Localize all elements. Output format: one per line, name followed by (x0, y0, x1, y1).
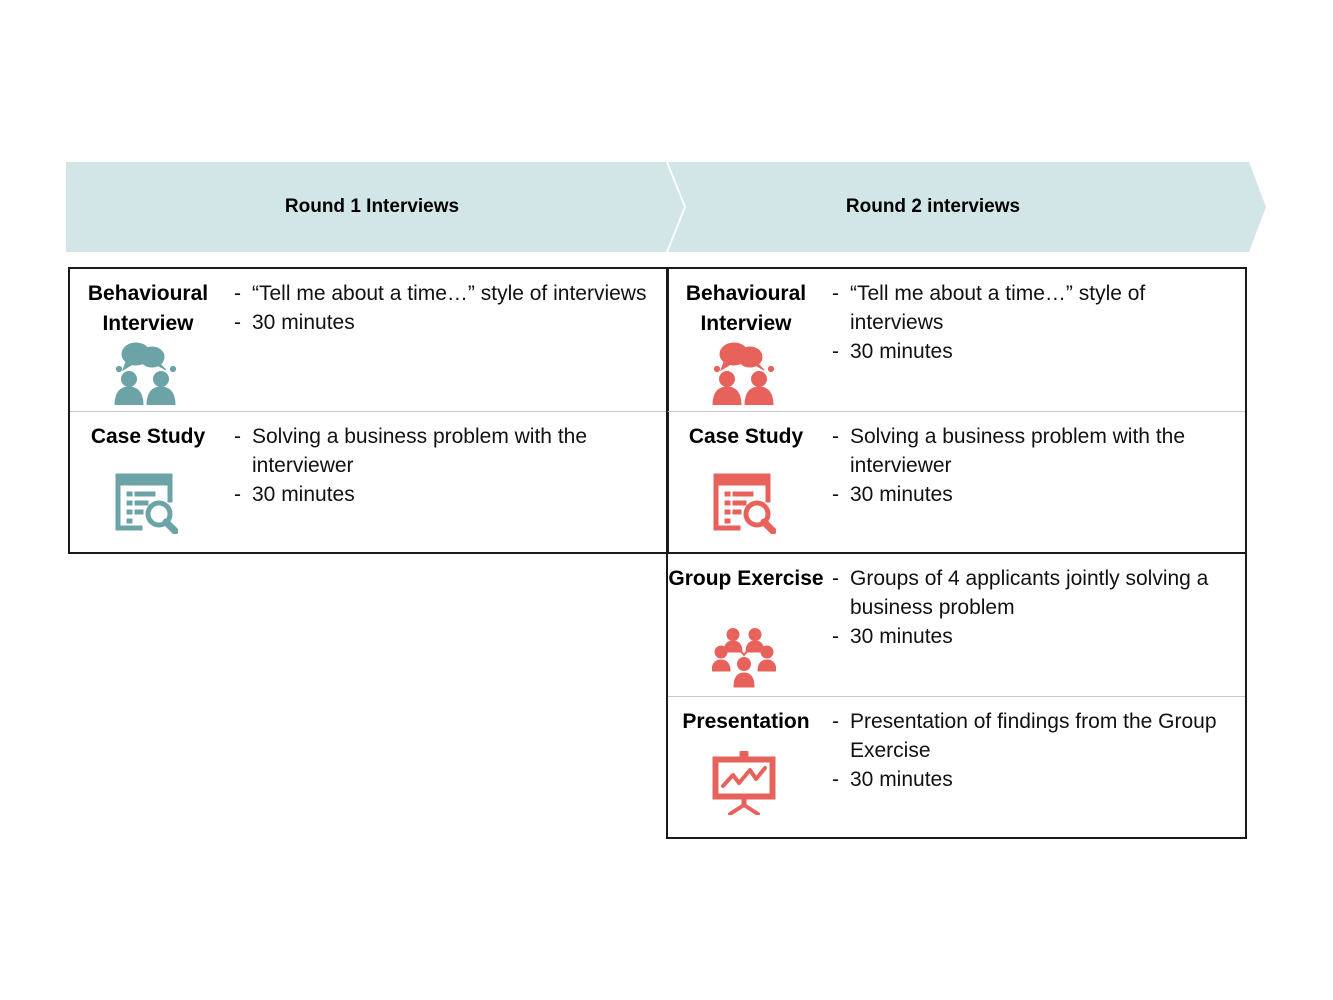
detail-description: “Tell me about a time…” style of intervi… (234, 279, 659, 308)
document-search-icon (712, 470, 776, 534)
round-1-title: Round 1 Interviews (284, 196, 460, 217)
activity-details: “Tell me about a time…” style of intervi… (234, 279, 659, 337)
activity-title: Case Study (90, 425, 206, 448)
detail-description: Solving a business problem with the inte… (234, 422, 659, 480)
detail-duration: 30 minutes (234, 480, 659, 509)
activity-details: Presentation of findings from the Group … (832, 707, 1237, 794)
round-2-arrow (668, 162, 1266, 252)
activity-details: “Tell me about a time…” style of intervi… (832, 279, 1237, 366)
detail-duration: 30 minutes (832, 480, 1237, 509)
activity-title: Case Study (688, 425, 804, 448)
activity-row: Group Exercise Groups of 4 applicants jo… (668, 554, 1245, 696)
detail-duration: 30 minutes (832, 337, 1237, 366)
activity-row: Presentation Presentation of findings fr… (668, 696, 1245, 839)
round-2-title: Round 2 interviews (845, 196, 1021, 217)
activity-details: Solving a business problem with the inte… (234, 422, 659, 509)
activity-details: Groups of 4 applicants jointly solving a… (832, 564, 1237, 651)
round-1-arrow (66, 162, 684, 252)
group-icon (712, 628, 776, 692)
activity-title: Behavioural Interview (87, 282, 209, 335)
activity-row: Case Study Solving a business problem wi… (70, 411, 667, 554)
banner-arrows (66, 162, 1266, 252)
round-2-activities-lower: Group Exercise Groups of 4 applicants jo… (666, 552, 1247, 839)
activity-title: Group Exercise (668, 567, 824, 590)
activity-row: Case Study Solving a business problem wi… (668, 411, 1245, 554)
detail-description: “Tell me about a time…” style of intervi… (832, 279, 1237, 337)
detail-duration: 30 minutes (832, 765, 1237, 794)
detail-description: Presentation of findings from the Group … (832, 707, 1237, 765)
detail-description: Solving a business problem with the inte… (832, 422, 1237, 480)
detail-description: Groups of 4 applicants jointly solving a… (832, 564, 1237, 622)
rounds-banner: Round 1 Interviews Round 2 interviews (66, 162, 1266, 252)
people-talking-icon (114, 341, 178, 405)
activity-details: Solving a business problem with the inte… (832, 422, 1237, 509)
round-2-activities-upper: Behavioural Interview “Tell me about a t… (666, 267, 1247, 554)
document-search-icon (114, 470, 178, 534)
presentation-board-icon (712, 751, 776, 815)
detail-duration: 30 minutes (832, 622, 1237, 651)
people-talking-icon (712, 341, 776, 405)
activity-title: Presentation (682, 710, 810, 733)
round-1-activities: Behavioural Interview “Tell me about a t… (68, 267, 669, 554)
activity-title: Behavioural Interview (685, 282, 807, 335)
detail-duration: 30 minutes (234, 308, 659, 337)
activity-row: Behavioural Interview “Tell me about a t… (70, 269, 667, 411)
activity-row: Behavioural Interview “Tell me about a t… (668, 269, 1245, 411)
